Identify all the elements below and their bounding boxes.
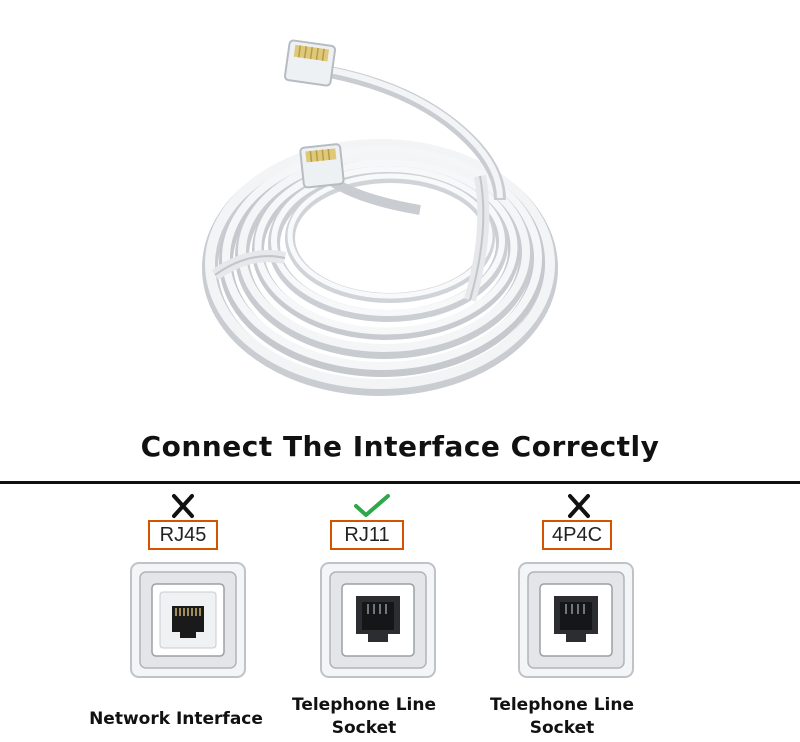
caption: Network Interface [70, 708, 282, 731]
headline: Connect The Interface Correctly [140, 430, 660, 463]
4p4c-socket-icon [518, 562, 634, 678]
checkmark-icon [270, 490, 470, 520]
rj11-socket-icon [320, 562, 436, 678]
option-4p4c: 4P4C Telephone Line Socket [470, 490, 670, 740]
caption: Telephone Line Socket [258, 694, 470, 740]
cross-icon [80, 490, 280, 520]
caption-line-2: Socket [331, 718, 397, 738]
caption: Telephone Line Socket [456, 694, 668, 740]
caption-line-1: Telephone Line [489, 695, 635, 715]
connector-label: RJ11 [330, 520, 404, 550]
rj45-socket-icon [130, 562, 246, 678]
cross-icon [470, 490, 670, 520]
coiled-telephone-cable-image [202, 39, 558, 396]
option-rj45: RJ45 Network Interface [80, 490, 280, 740]
option-rj11: RJ11 Telephone Line Socket [270, 490, 470, 740]
caption-line-2: Socket [529, 718, 595, 738]
connector-label: RJ45 [148, 520, 218, 550]
connector-label: 4P4C [542, 520, 612, 550]
caption-line-1: Telephone Line [291, 695, 437, 715]
divider [0, 481, 800, 484]
caption-line-1: Network Interface [89, 709, 263, 729]
